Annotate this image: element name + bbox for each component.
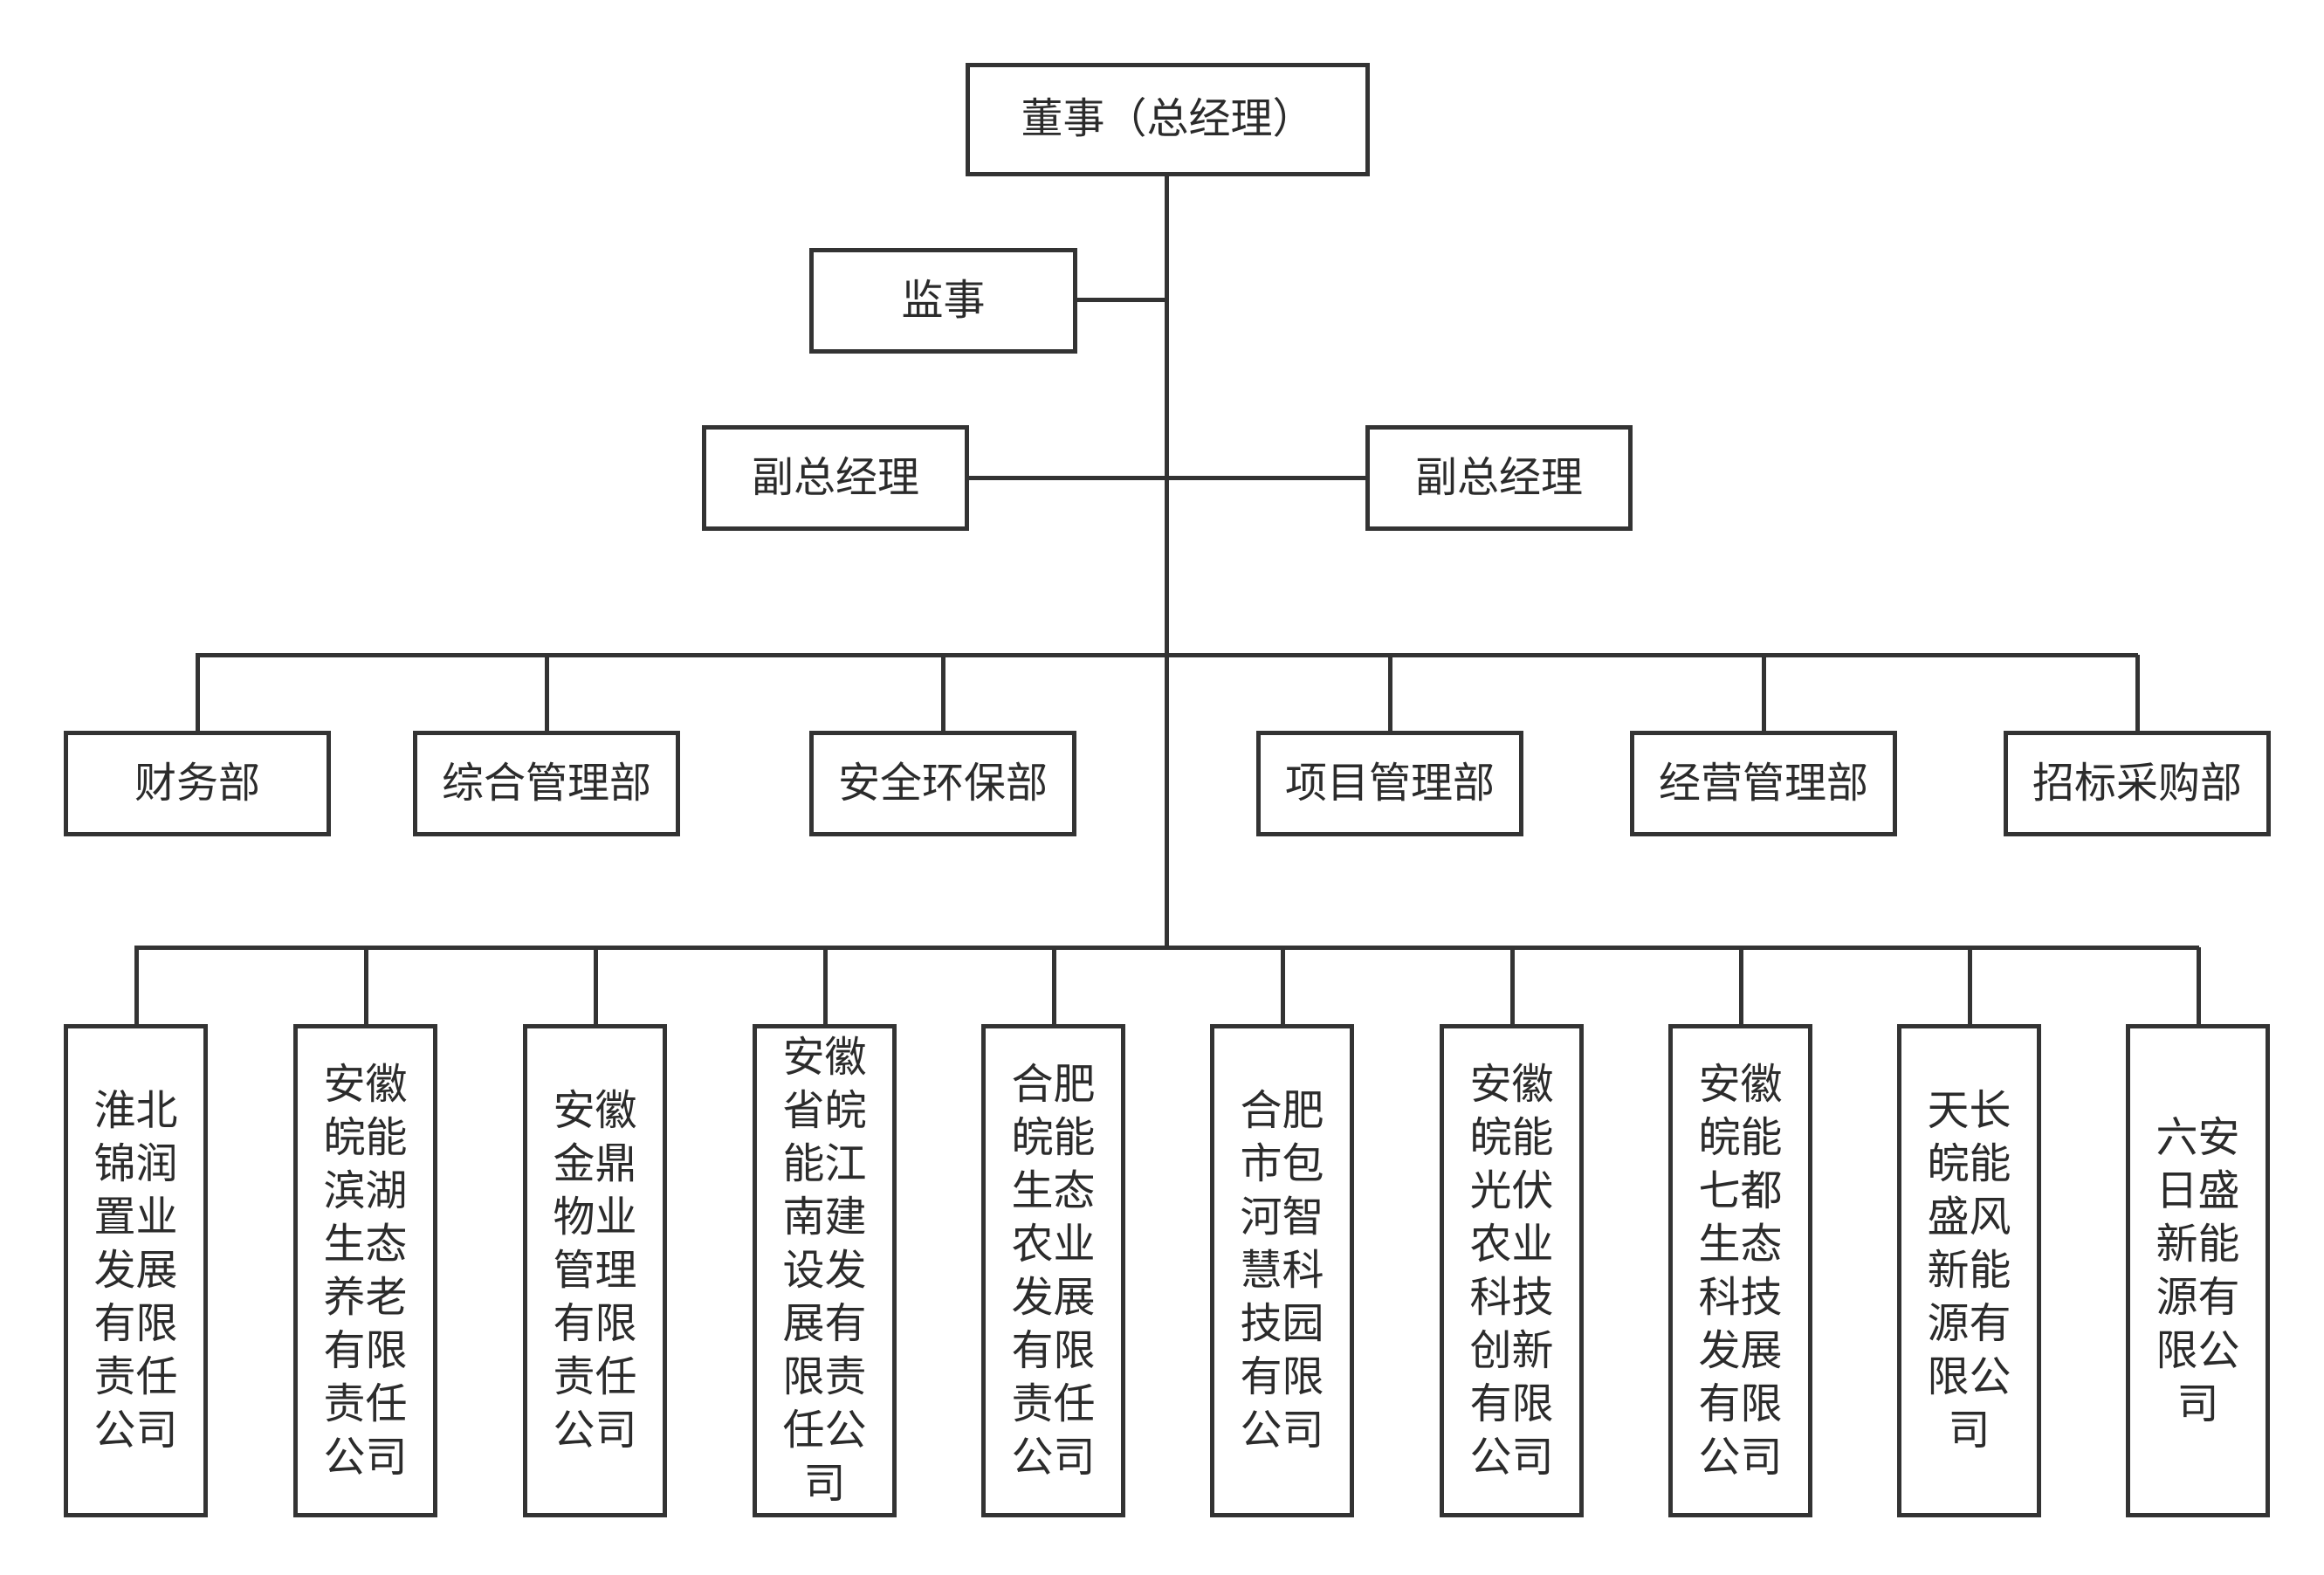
- subsidiary-label: 安徽 皖能 七都 生态 科技 发展 有限 公司: [1698, 1059, 1783, 1482]
- subsidiary-node: 安徽 省皖 能江 南建 设发 展有 限责 任公 司: [753, 1024, 897, 1517]
- root-node-label: 董事（总经理）: [1021, 94, 1315, 144]
- department-label: 安全环保部: [837, 758, 1048, 808]
- connector-department-drop: [941, 655, 945, 733]
- subsidiary-label: 天长 皖能 盛风 新能 源有 限公 司: [1927, 1086, 2011, 1455]
- connector-department-bus: [196, 653, 2138, 657]
- department-node: 安全环保部: [809, 731, 1076, 836]
- subsidiary-node: 合肥 市包 河智 慧科 技园 有限 公司: [1210, 1024, 1354, 1517]
- subsidiary-label: 安徽 金鼎 物业 管理 有限 责任 公司: [553, 1086, 637, 1455]
- connector-subsidiary-drop: [134, 947, 139, 1026]
- deputy-manager-node: 副总经理: [702, 425, 969, 531]
- connector-subsidiary-drop: [823, 947, 828, 1026]
- subsidiary-label: 安徽 皖能 滨湖 生态 养老 有限 责任 公司: [323, 1059, 408, 1482]
- department-label: 经营管理部: [1658, 758, 1868, 808]
- subsidiary-label: 淮北 锦润 置业 发展 有限 责任 公司: [93, 1086, 178, 1455]
- department-label: 综合管理部: [441, 758, 651, 808]
- subsidiary-label: 合肥 市包 河智 慧科 技园 有限 公司: [1240, 1086, 1324, 1455]
- subsidiary-node: 天长 皖能 盛风 新能 源有 限公 司: [1897, 1024, 2041, 1517]
- subsidiary-node: 合肥 皖能 生态 农业 发展 有限 责任 公司: [981, 1024, 1125, 1517]
- connector-department-drop: [1388, 655, 1392, 733]
- subsidiary-label: 六安 日盛 新能 源有 限公 司: [2156, 1112, 2240, 1428]
- connector-subsidiary-drop: [594, 947, 598, 1026]
- connector-subsidiary-drop: [1968, 947, 1972, 1026]
- connector-subsidiary-drop: [364, 947, 368, 1026]
- connector-deputies: [966, 476, 1367, 480]
- subsidiary-label: 安徽 省皖 能江 南建 设发 展有 限责 任公 司: [782, 1033, 867, 1508]
- department-node: 经营管理部: [1630, 731, 1897, 836]
- connector-subsidiary-drop: [1281, 947, 1285, 1026]
- department-node: 项目管理部: [1256, 731, 1523, 836]
- deputy-manager-label: 副总经理: [1414, 452, 1583, 502]
- root-node: 董事（总经理）: [966, 63, 1370, 176]
- supervisor-node: 监事: [809, 248, 1077, 354]
- connector-department-drop: [2135, 655, 2140, 733]
- subsidiary-node: 淮北 锦润 置业 发展 有限 责任 公司: [64, 1024, 208, 1517]
- subsidiary-label: 合肥 皖能 生态 农业 发展 有限 责任 公司: [1011, 1059, 1096, 1482]
- connector-root-trunk: [1165, 175, 1169, 947]
- department-label: 招标采购部: [2032, 758, 2242, 808]
- subsidiary-node: 安徽 皖能 七都 生态 科技 发展 有限 公司: [1668, 1024, 1812, 1517]
- connector-subsidiary-drop: [1739, 947, 1743, 1026]
- deputy-manager-label: 副总经理: [751, 452, 919, 502]
- subsidiary-node: 安徽 皖能 光伏 农业 科技 创新 有限 公司: [1440, 1024, 1584, 1517]
- connector-subsidiary-drop: [2197, 947, 2201, 1026]
- connector-subsidiary-drop: [1510, 947, 1515, 1026]
- subsidiary-node: 六安 日盛 新能 源有 限公 司: [2126, 1024, 2270, 1517]
- connector-department-drop: [545, 655, 549, 733]
- connector-subsidiary-drop: [1052, 947, 1056, 1026]
- supervisor-node-label: 监事: [901, 275, 986, 325]
- connector-supervisor: [1074, 298, 1165, 302]
- department-node: 招标采购部: [2004, 731, 2271, 836]
- connector-department-drop: [1762, 655, 1766, 733]
- subsidiary-node: 安徽 皖能 滨湖 生态 养老 有限 责任 公司: [293, 1024, 437, 1517]
- department-node: 综合管理部: [413, 731, 680, 836]
- department-label: 财务部: [134, 758, 260, 808]
- department-label: 项目管理部: [1284, 758, 1495, 808]
- subsidiary-label: 安徽 皖能 光伏 农业 科技 创新 有限 公司: [1469, 1059, 1554, 1482]
- connector-department-drop: [196, 655, 200, 733]
- deputy-manager-node: 副总经理: [1365, 425, 1633, 531]
- department-node: 财务部: [64, 731, 331, 836]
- connector-subsidiary-bus: [134, 946, 2199, 950]
- subsidiary-node: 安徽 金鼎 物业 管理 有限 责任 公司: [523, 1024, 667, 1517]
